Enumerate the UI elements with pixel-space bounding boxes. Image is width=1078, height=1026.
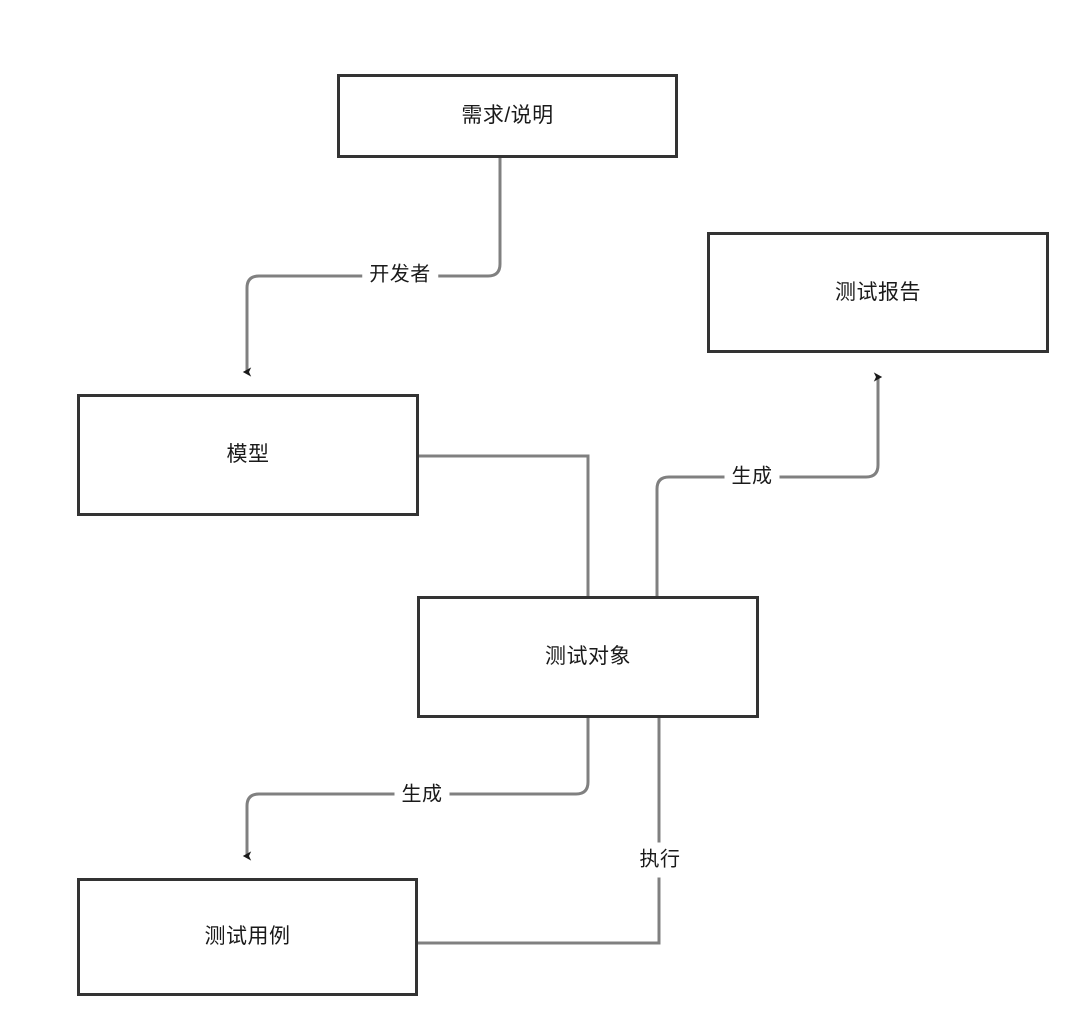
node-test-object[interactable]: 测试对象 bbox=[417, 596, 759, 718]
node-label-model: 模型 bbox=[226, 443, 270, 467]
edge-label-generate-case: 生成 bbox=[394, 783, 450, 807]
node-test-case[interactable]: 测试用例 bbox=[77, 878, 418, 996]
node-test-report[interactable]: 测试报告 bbox=[707, 232, 1049, 353]
node-label-test-object: 测试对象 bbox=[545, 645, 631, 669]
node-model[interactable]: 模型 bbox=[77, 394, 419, 516]
node-label-test-case: 测试用例 bbox=[204, 925, 291, 949]
node-requirement[interactable]: 需求/说明 bbox=[337, 74, 678, 158]
edge-label-execute: 执行 bbox=[635, 842, 685, 878]
edge-path-test-case-to-test-object bbox=[418, 718, 661, 945]
edge-label-developer: 开发者 bbox=[362, 263, 438, 287]
node-label-test-report: 测试报告 bbox=[835, 280, 921, 304]
edge-path-model-to-test-object bbox=[419, 454, 590, 596]
node-label-requirement: 需求/说明 bbox=[461, 104, 554, 128]
edge-label-generate-report: 生成 bbox=[724, 465, 780, 489]
